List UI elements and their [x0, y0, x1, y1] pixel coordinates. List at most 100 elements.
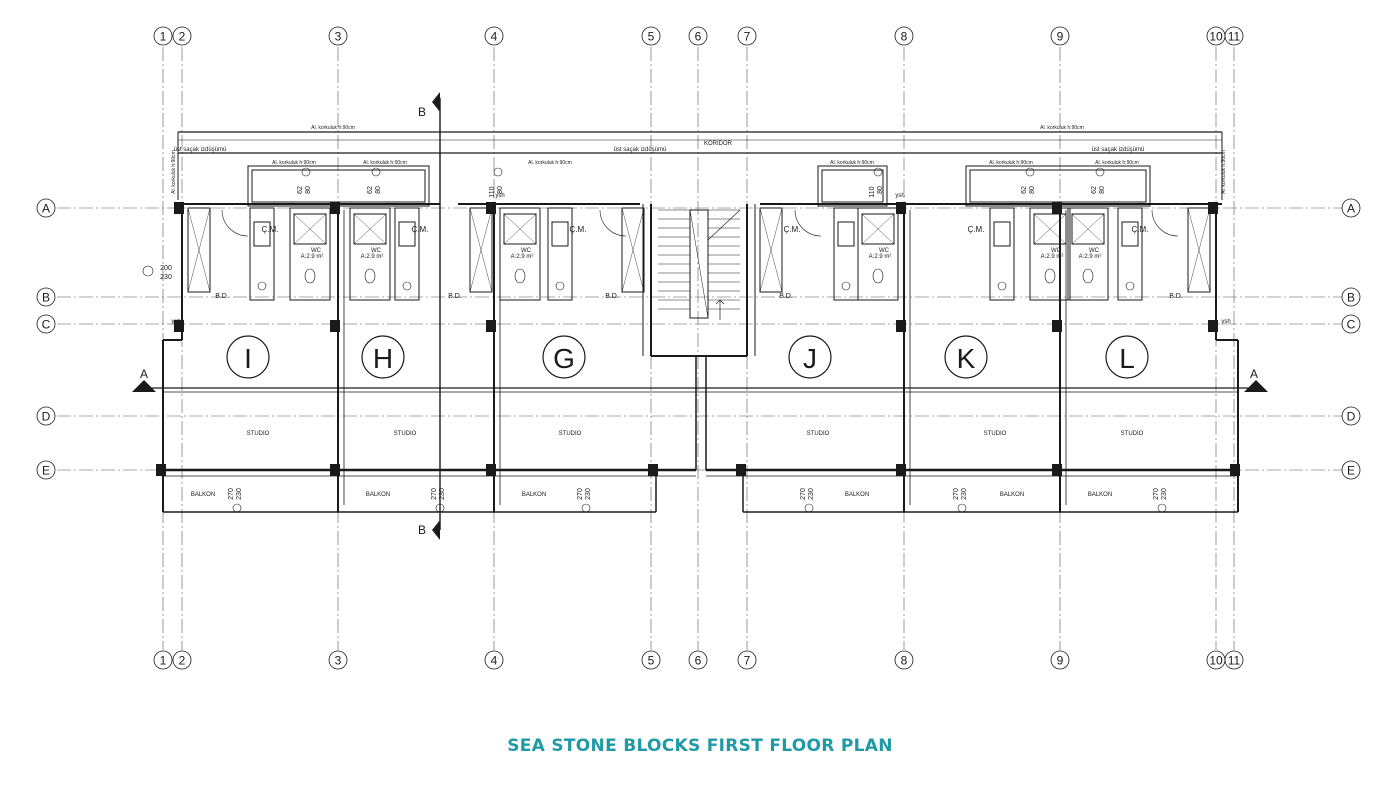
- kitchen-sink: [993, 221, 1011, 247]
- wc-area-label: A:2.9 m²: [869, 254, 892, 260]
- structural-column: [174, 202, 184, 214]
- grid-column-label: 7: [744, 654, 751, 668]
- wc-room: [289, 207, 331, 301]
- window-dim: 80: [497, 186, 504, 194]
- studio-label: STUDIO: [247, 431, 270, 437]
- level-label: 230: [160, 274, 172, 281]
- railing-label: Al. korkuluk h:90cm: [1221, 150, 1227, 194]
- window-dim: 80: [375, 186, 382, 194]
- wc-label: WC: [371, 248, 382, 254]
- wc-label: WC: [879, 248, 890, 254]
- structural-column: [1052, 320, 1062, 332]
- grid-column-label: 6: [695, 654, 702, 668]
- shower-tray: [293, 213, 327, 245]
- wardrobe-diagonal: [469, 207, 493, 293]
- grid-column-label: 9: [1057, 654, 1064, 668]
- stair-break: [689, 209, 709, 319]
- structural-column: [896, 320, 906, 332]
- grid-row-label: A: [1347, 202, 1355, 216]
- structural-column: [896, 464, 906, 476]
- section-label: A: [140, 367, 148, 381]
- drain-tag: [1157, 503, 1167, 513]
- wardrobe-diagonal: [187, 207, 211, 293]
- small-balcony-inner: [251, 169, 426, 203]
- grid-column-bubble: [484, 650, 504, 670]
- level-tag: [142, 265, 154, 277]
- stair-well: [689, 209, 709, 319]
- structural-column: [1208, 202, 1218, 214]
- wardrobe-diagonal: [759, 207, 783, 293]
- section-label: B: [418, 105, 426, 119]
- window-dim: 110: [869, 186, 876, 197]
- grid-row-label: D: [42, 410, 51, 424]
- door-swing: [1151, 209, 1179, 237]
- window-tag: [371, 167, 381, 177]
- toilet-icon: [304, 268, 316, 284]
- shower-diagonal: [861, 213, 895, 245]
- wardrobe: [621, 207, 645, 293]
- kitchen-label: Ç.M.: [968, 225, 985, 234]
- shower-diagonal: [293, 213, 327, 245]
- cooktop-icon: [257, 281, 267, 291]
- cooktop-icon: [1125, 281, 1135, 291]
- toilet-icon: [514, 268, 526, 284]
- grid-column-label: 1: [160, 654, 167, 668]
- wc-room: [857, 207, 899, 301]
- shower-tray: [1033, 213, 1067, 245]
- kitchen-label: Ç.M.: [1132, 225, 1149, 234]
- wc-area-label: A:2.9 m²: [361, 254, 384, 260]
- kitchen-counter: [1117, 207, 1143, 301]
- shower-tray: [353, 213, 387, 245]
- ysh-label: ysh: [171, 319, 180, 325]
- section-label: B: [418, 523, 426, 537]
- structural-column: [174, 320, 184, 332]
- shower-tray: [861, 213, 895, 245]
- grid-column-label: 2: [179, 654, 186, 668]
- corridor-label: KORIDOR: [704, 141, 733, 147]
- wardrobe: [759, 207, 783, 293]
- grid-row-label: C: [1347, 318, 1356, 332]
- railing-label: Al. korkuluk h:90cm: [1040, 125, 1084, 131]
- grid-row-label: B: [1347, 291, 1355, 305]
- shower-diagonal: [1033, 213, 1067, 245]
- structural-column: [156, 464, 166, 476]
- bd-label: B.D.: [605, 293, 619, 300]
- bd-label: B.D.: [779, 293, 793, 300]
- grid-column-bubble: [894, 26, 914, 46]
- balcony-dim: 270: [1153, 488, 1160, 500]
- railing-label: Al. korkuluk h:90cm: [272, 160, 316, 166]
- window-tag: [1095, 167, 1105, 177]
- grid-column-label: 3: [335, 654, 342, 668]
- grid-column-label: 11: [1228, 654, 1241, 668]
- grid-row-label: D: [1347, 410, 1356, 424]
- drain-tag: [581, 503, 591, 513]
- grid-column-bubble: [153, 26, 173, 46]
- grid-column-bubble: [737, 26, 757, 46]
- grid-row-bubble: [36, 406, 56, 426]
- grid-column-label: 6: [695, 30, 702, 44]
- unit-letter: G: [553, 343, 575, 374]
- structural-column: [330, 202, 340, 214]
- unit-letter: K: [957, 343, 976, 374]
- grid-row-bubble: [1341, 406, 1361, 426]
- toilet-icon: [364, 268, 376, 284]
- shower-diagonal: [503, 213, 537, 245]
- unit-badge: [361, 335, 405, 379]
- bd-label: B.D.: [1169, 293, 1183, 300]
- window-dim: 80: [305, 186, 312, 194]
- balcony-dim: 230: [439, 488, 446, 500]
- section-arrow-icon: [432, 92, 440, 112]
- window-dim: 110: [489, 186, 496, 197]
- shower-diagonal: [353, 213, 387, 245]
- structural-column: [1230, 464, 1240, 476]
- balcony-dim: 270: [228, 488, 235, 500]
- wardrobe-diagonal: [621, 207, 645, 293]
- grid-row-bubble: [1341, 287, 1361, 307]
- wardrobe-diagonal: [1187, 207, 1211, 293]
- kitchen-sink: [551, 221, 569, 247]
- wc-area-label: A:2.9 m²: [511, 254, 534, 260]
- balcony-dim: 270: [800, 488, 807, 500]
- toilet-icon: [1044, 268, 1056, 284]
- studio-label: STUDIO: [1121, 431, 1144, 437]
- cooktop-icon: [841, 281, 851, 291]
